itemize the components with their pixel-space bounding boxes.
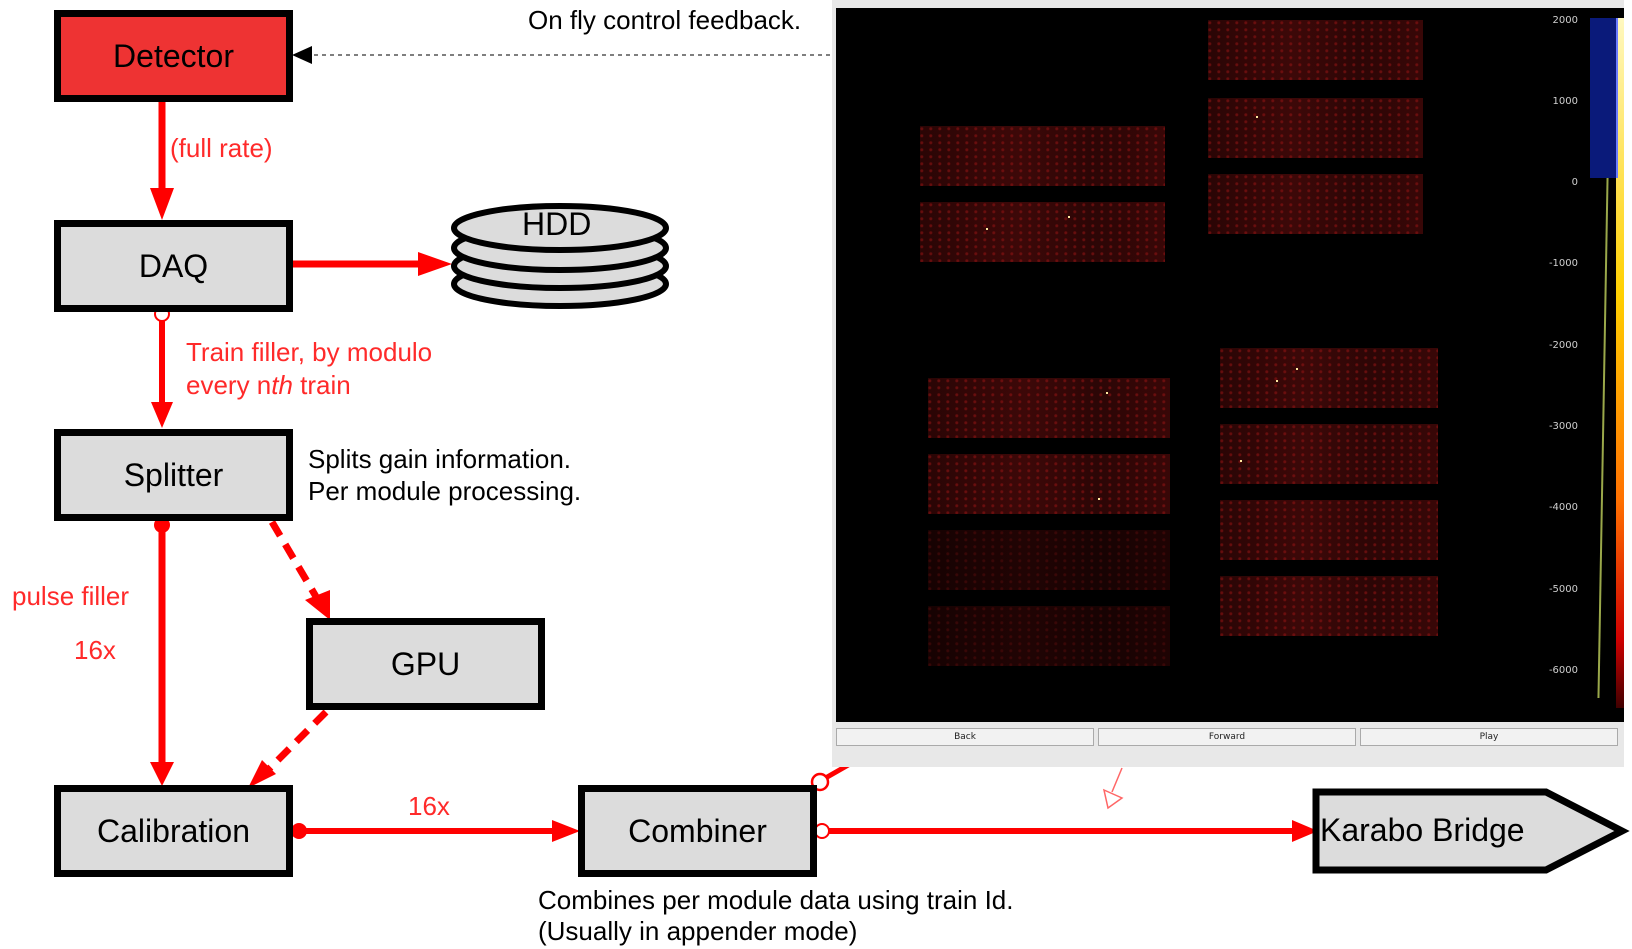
splitter-label: Splitter — [123, 456, 224, 493]
splits-line1: Splits gain information. — [308, 444, 572, 474]
colorbar-tick: -4000 — [1548, 502, 1578, 513]
colorbar-panel — [1582, 8, 1624, 722]
arrowhead-calibration-combiner — [552, 820, 580, 842]
arrowhead-viewer-stub — [1102, 788, 1124, 810]
colorbar-tick: -3000 — [1548, 421, 1578, 432]
hot-pixel — [1256, 116, 1258, 118]
hot-pixel — [986, 228, 988, 230]
colorbar-gradient — [1616, 18, 1624, 708]
feedback-arrowhead — [292, 46, 312, 64]
train-filler-line2: every nth train — [186, 369, 351, 401]
detector-module — [1220, 500, 1438, 560]
combines-line1: Combines per module data using train Id. — [538, 885, 1014, 915]
arrowhead-splitter-calibration — [150, 762, 174, 786]
port-splitter-out — [154, 517, 170, 533]
port-combiner-out — [814, 823, 830, 839]
detector-module — [928, 454, 1170, 514]
colorbar-tick: 1000 — [1552, 96, 1578, 107]
gpu-node: GPU — [306, 618, 545, 710]
play-button[interactable]: Play — [1360, 728, 1618, 746]
arrowhead-daq-splitter — [151, 402, 173, 428]
back-button[interactable]: Back — [836, 728, 1094, 746]
detector-module — [1220, 576, 1438, 636]
colorbar-tick: 0 — [1571, 177, 1578, 188]
hot-pixel — [1106, 392, 1108, 394]
level-line — [1597, 178, 1609, 698]
train-filler-line2c: train — [292, 370, 351, 400]
splitter-node: Splitter — [54, 429, 293, 521]
detector-module — [928, 378, 1170, 438]
x16-left-label: 16x — [74, 635, 116, 665]
feedback-label: On fly control feedback. — [528, 5, 802, 35]
arrowhead-splitter-gpu — [305, 590, 330, 620]
detector-label: Detector — [113, 37, 234, 74]
forward-button[interactable]: Forward — [1098, 728, 1356, 746]
detector-image — [836, 8, 1582, 722]
detector-image-viewer: 2000 1000 0 -1000 -2000 -3000 -4000 -500… — [832, 0, 1624, 767]
x16-mid-label: 16x — [408, 791, 450, 821]
arrow-gpu-calibration — [259, 709, 329, 779]
hot-pixel — [1276, 380, 1278, 382]
calibration-label: Calibration — [97, 812, 250, 849]
calibration-node: Calibration — [54, 785, 293, 877]
karabo-bridge-shape — [1312, 788, 1630, 874]
hdd-label: HDD — [522, 206, 592, 242]
hot-pixel — [1240, 460, 1242, 462]
arrow-splitter-gpu — [268, 520, 322, 602]
hot-pixel — [1068, 216, 1070, 218]
full-rate-label: (full rate) — [170, 133, 273, 163]
arrowhead-detector-daq — [150, 188, 174, 220]
splits-line2: Per module processing. — [308, 476, 582, 506]
hdd-stack — [451, 203, 669, 309]
histogram-plot — [1590, 18, 1618, 178]
daq-label: DAQ — [138, 247, 209, 284]
detector-module — [928, 606, 1170, 666]
arrowhead-gpu-calibration — [248, 760, 276, 788]
arrow-viewer-stub — [1111, 767, 1123, 793]
train-filler-line1: Train filler, by modulo — [186, 337, 433, 367]
train-filler-line2a: every n — [186, 370, 272, 400]
detector-node: Detector — [54, 10, 293, 102]
colorbar-tick: 2000 — [1552, 15, 1578, 26]
port-calibration-out — [291, 823, 307, 839]
pulse-filler-label: pulse filler — [12, 581, 130, 611]
colorbar-tick: -6000 — [1548, 665, 1578, 676]
colorbar-tick: -2000 — [1548, 340, 1578, 351]
detector-module — [1220, 348, 1438, 408]
train-filler-line2b: th — [271, 370, 293, 400]
daq-node: DAQ — [54, 220, 293, 312]
detector-module — [1208, 174, 1423, 234]
detector-module — [920, 202, 1165, 262]
gpu-label: GPU — [390, 645, 461, 682]
colorbar-tick: -5000 — [1548, 584, 1578, 595]
colorbar-tick: -1000 — [1548, 258, 1578, 269]
combiner-node: Combiner — [578, 785, 817, 877]
karabo-bridge-label: Karabo Bridge — [1320, 812, 1525, 848]
hot-pixel — [1098, 498, 1100, 500]
combiner-label: Combiner — [628, 812, 767, 849]
detector-module — [1208, 98, 1423, 158]
arrowhead-combiner-karabo — [1292, 820, 1318, 842]
detector-module — [1220, 424, 1438, 484]
hot-pixel — [1296, 368, 1298, 370]
detector-module — [928, 530, 1170, 590]
combines-line2: (Usually in appender mode) — [538, 916, 858, 946]
detector-module — [920, 126, 1165, 186]
detector-module — [1208, 20, 1423, 80]
arrowhead-daq-hdd — [418, 252, 452, 276]
